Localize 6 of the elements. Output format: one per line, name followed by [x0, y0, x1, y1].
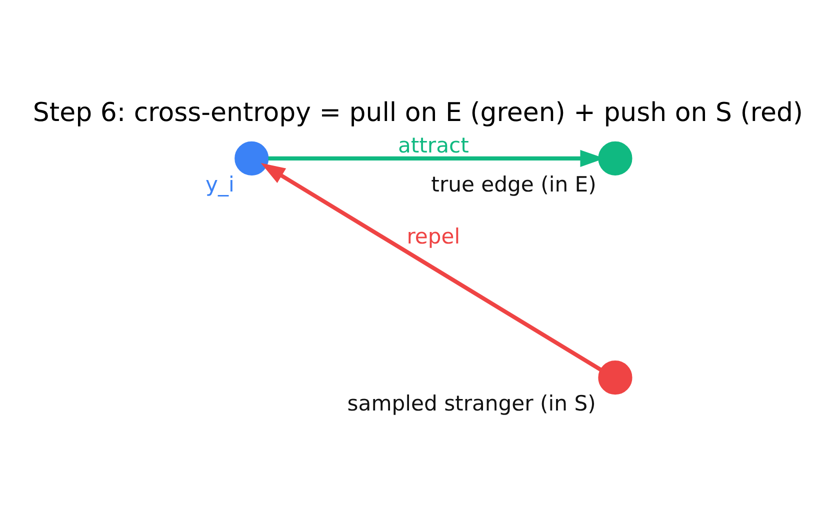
node-label: sampled stranger (in S) — [347, 390, 596, 416]
node-label: true edge (in E) — [431, 172, 596, 197]
edge-label: attract — [398, 132, 469, 158]
edge-label: repel — [406, 223, 460, 248]
node-label: y_i — [206, 172, 234, 197]
diagram-title: Step 6: cross-entropy = pull on E (green) + push on S (red) — [32, 98, 804, 128]
